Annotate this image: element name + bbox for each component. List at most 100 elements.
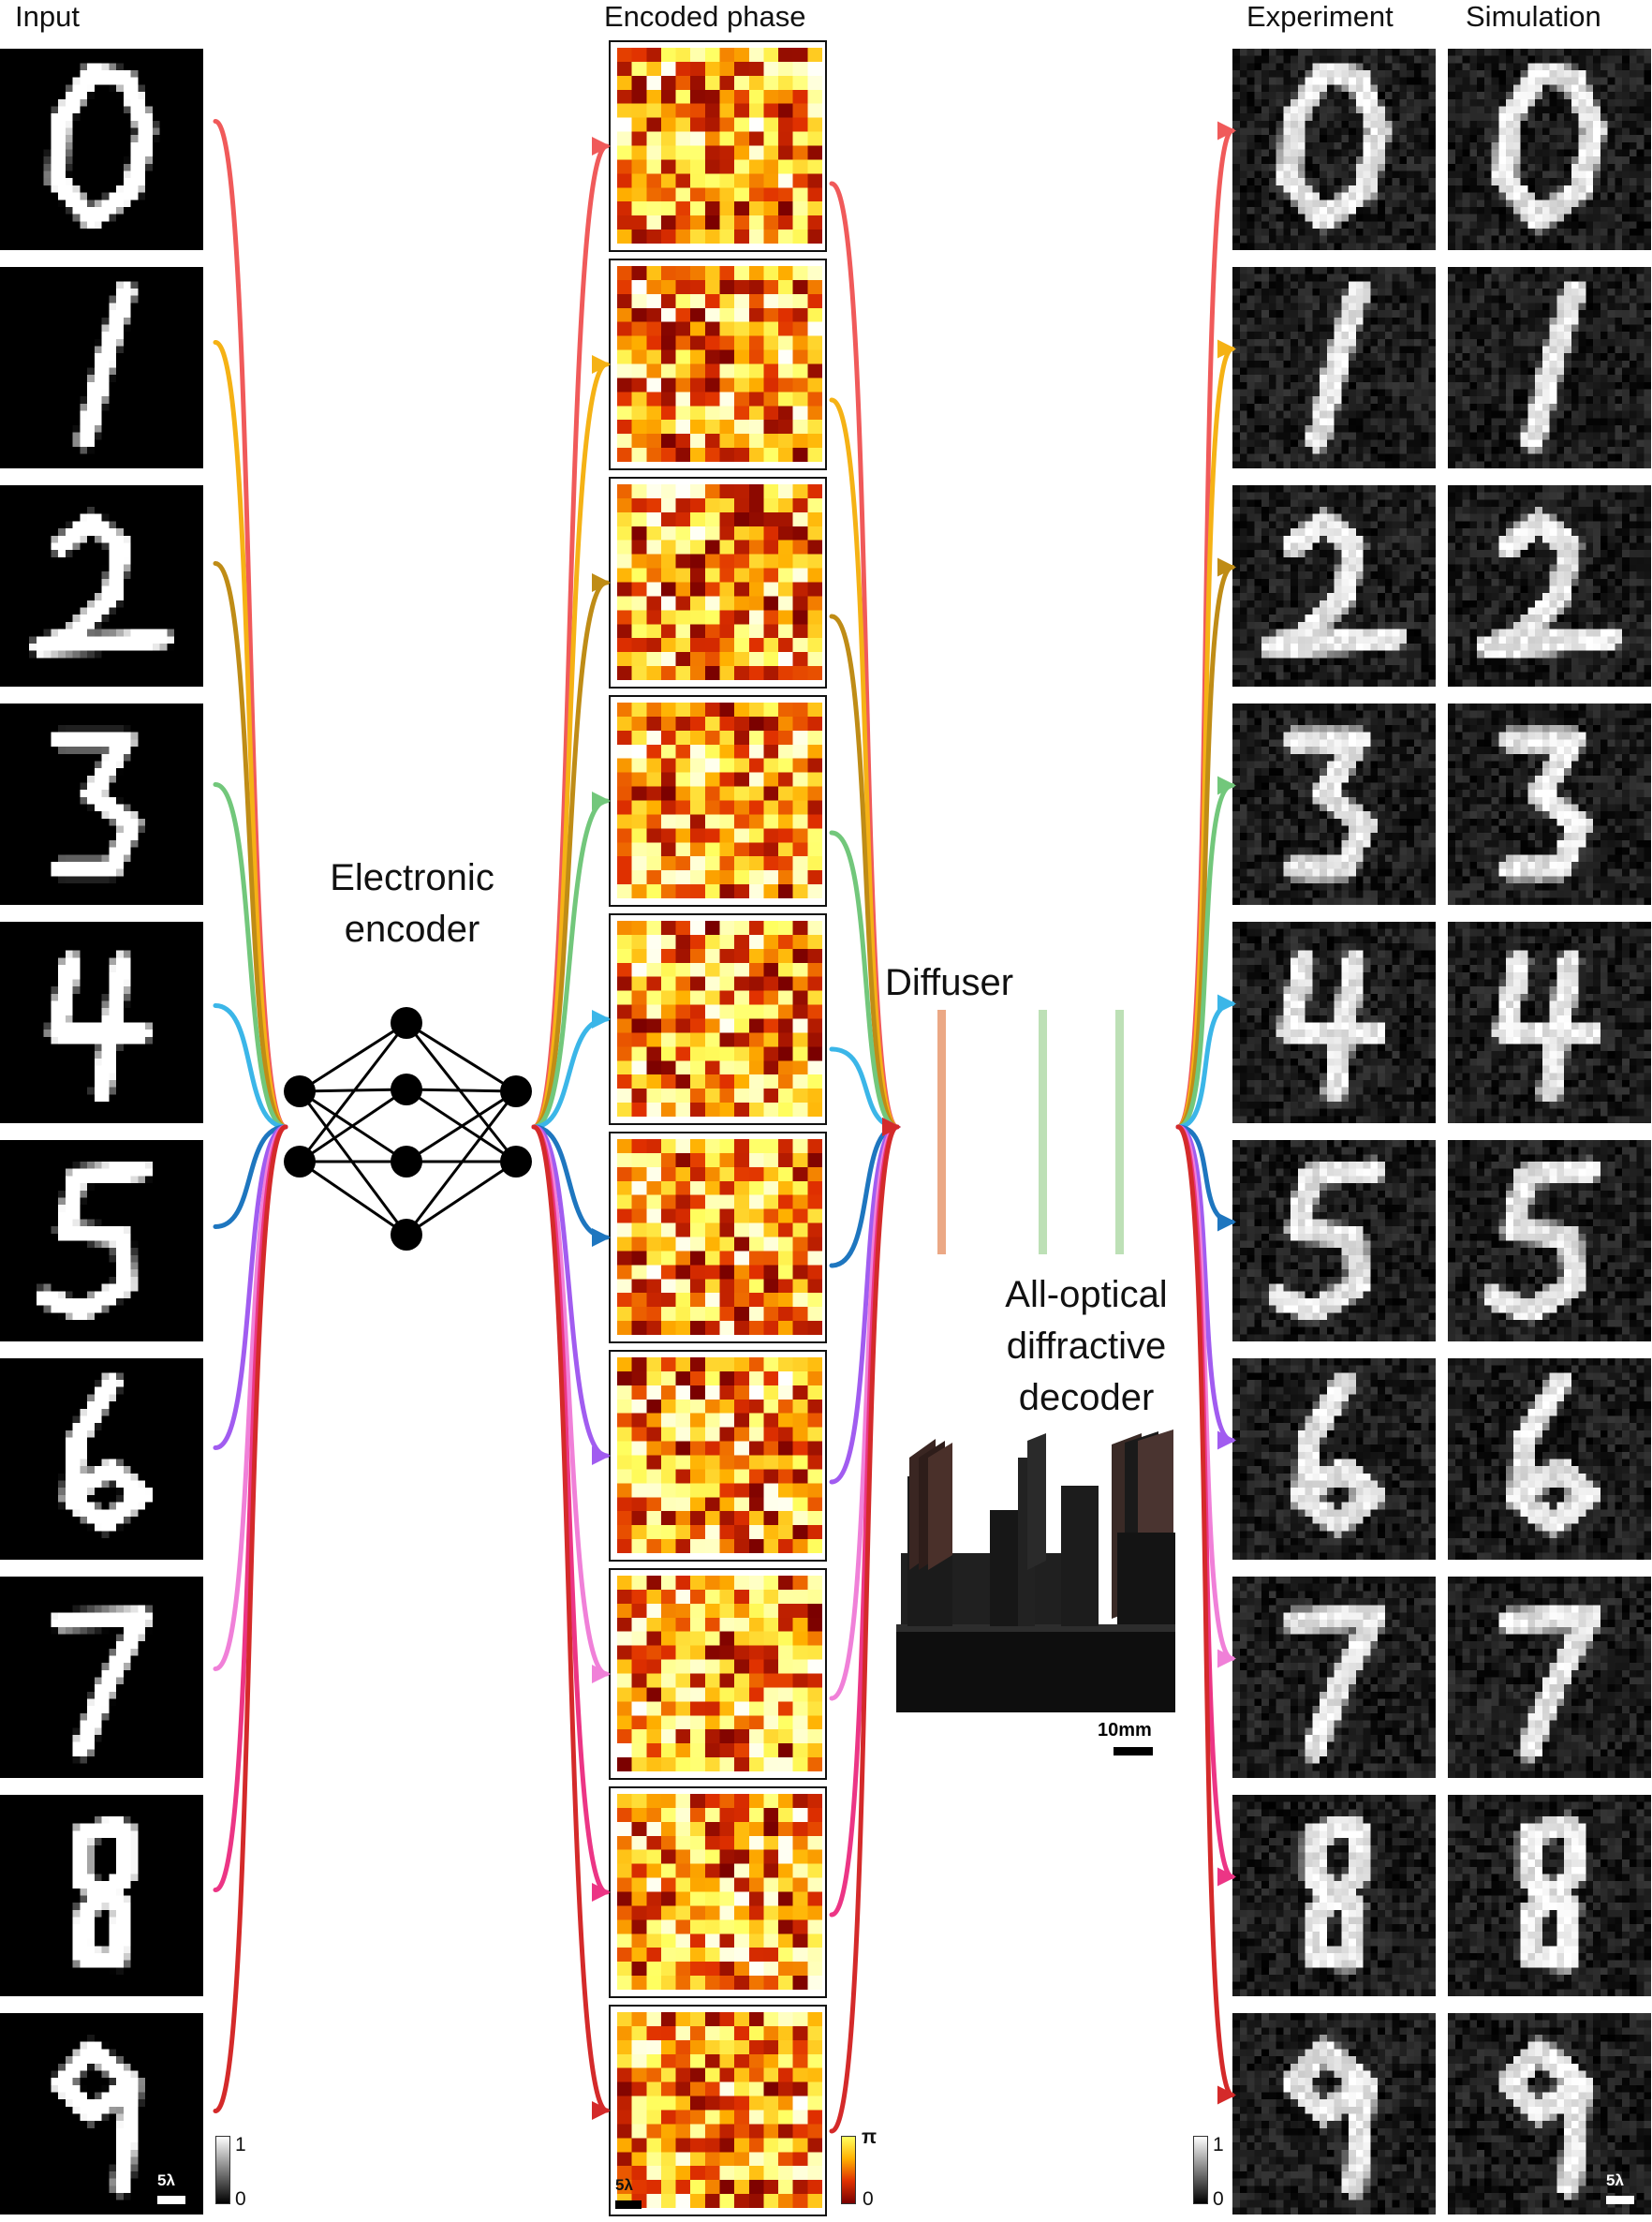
experiment-header: Experiment [1246,0,1394,33]
simulation-digit-image [1448,1577,1651,1778]
diffractive-layer-2 [1115,1010,1124,1254]
input-colorbar-min: 0 [235,2188,246,2210]
output-colorbar [1193,2136,1208,2204]
phase-mask-image [617,1794,822,1990]
decoder-label: All-optical diffractive decoder [1005,1274,1168,1418]
experiment-digit-image [1232,485,1436,687]
nn-node [391,1074,422,1105]
nn-connection [299,1088,407,1163]
input-digit-image [0,922,203,1123]
output-arrow [1175,1124,1236,1450]
input-scale-label: 5λ [157,2171,175,2189]
output-colorbar-max: 1 [1213,2134,1224,2155]
nn-connection [405,1090,518,1236]
nn-connection [406,1088,517,1093]
output-arrow [1175,339,1236,1130]
input-curve [213,1124,288,2113]
experiment-digit-image [1232,1358,1436,1560]
phase-to-diffuser-curves [829,181,901,2134]
encoder-arrow [531,1124,611,1465]
encoder-to-phase-arrows [531,137,611,2120]
input-digit-image [0,1795,203,1996]
input-digit-image [0,704,203,905]
encoded-phase-tile [609,913,827,1125]
nn-node [391,1007,422,1039]
nn-node [500,1146,532,1178]
input-digit-image [0,485,203,687]
input-colorbar-max: 1 [235,2134,246,2155]
experiment-digit-image [1232,1795,1436,1996]
encoded-phase-tile [609,1568,827,1780]
input-curve [213,782,288,1130]
encoder-arrow [531,573,611,1130]
phase-mask-image [617,266,822,462]
simulation-digit-image [1448,49,1651,250]
neural-network-icon [284,1007,532,1251]
phase-mask-image [617,484,822,680]
input-digit-image [0,1577,203,1778]
photo-scale-label: 10mm [1098,1720,1152,1741]
output-arrow [1175,776,1236,1130]
sim-scale-bar [1606,2196,1634,2204]
phase-curve [829,830,901,1136]
output-arrow [1175,557,1236,1130]
encoder-arrow [531,1010,611,1130]
encoded-phase-tile [609,1132,827,1343]
photo-scale-bar [1114,1747,1153,1755]
decoder-to-output-arrows [1175,121,1236,2105]
input-curve [213,1124,288,1892]
simulation-digit-image [1448,267,1651,468]
experiment-digit-image [1232,704,1436,905]
input-curve [213,1124,288,1450]
simulation-digit-image [1448,922,1651,1123]
simulation-header: Simulation [1466,0,1601,33]
phase-colorbar-max: π [862,2126,878,2148]
simulation-digit-image [1448,1795,1651,1996]
simulation-digit-image [1448,2013,1651,2215]
input-to-encoder-curves [213,119,288,2113]
output-arrow [1175,994,1236,1130]
phase-curve [829,1118,901,1485]
nn-node [391,1219,422,1251]
output-arrow [1175,1124,1236,1232]
phase-curve [829,614,901,1136]
encoder-arrow [531,792,611,1130]
output-arrow [1175,1124,1236,2105]
encoder-arrow [531,1124,611,2120]
output-colorbar-min: 0 [1213,2188,1224,2210]
nn-connection [298,1022,408,1163]
encoder-arrow [531,137,611,1130]
input-curve [213,561,288,1130]
experiment-digit-image [1232,267,1436,468]
sim-scale-label: 5λ [1606,2171,1624,2189]
phase-mask-image [617,1576,822,1771]
nn-connection [406,1089,517,1163]
encoded-phase-tile [609,1786,827,1998]
diffractive-decoder-photo [896,1429,1175,1712]
nn-connection [299,1021,407,1093]
input-scale-bar [157,2196,185,2204]
encoded-phase-header: Encoded phase [604,0,806,33]
phase-colorbar [841,2136,856,2204]
nn-node [284,1146,316,1178]
encoder-arrow [531,355,611,1130]
phase-mask-image [617,2012,822,2208]
input-curve [213,1003,288,1130]
phase-scale-label: 5λ [615,2176,633,2194]
experiment-digit-image [1232,922,1436,1123]
encoder-arrow [531,1124,611,1902]
diffuser-label: Diffuser [885,962,1014,1003]
experiment-digit-image [1232,2013,1436,2215]
phase-mask-image [617,48,822,244]
phase-curve [829,1118,901,1918]
input-curve [213,340,288,1130]
simulation-digit-image [1448,1358,1651,1560]
simulation-digit-image [1448,1140,1651,1341]
input-digit-image [0,49,203,250]
phase-scale-bar [615,2200,642,2209]
input-curve [213,1124,288,1229]
phase-mask-image [617,1139,822,1335]
encoded-phase-tile [609,695,827,907]
diffractive-layer-1 [1039,1010,1047,1254]
